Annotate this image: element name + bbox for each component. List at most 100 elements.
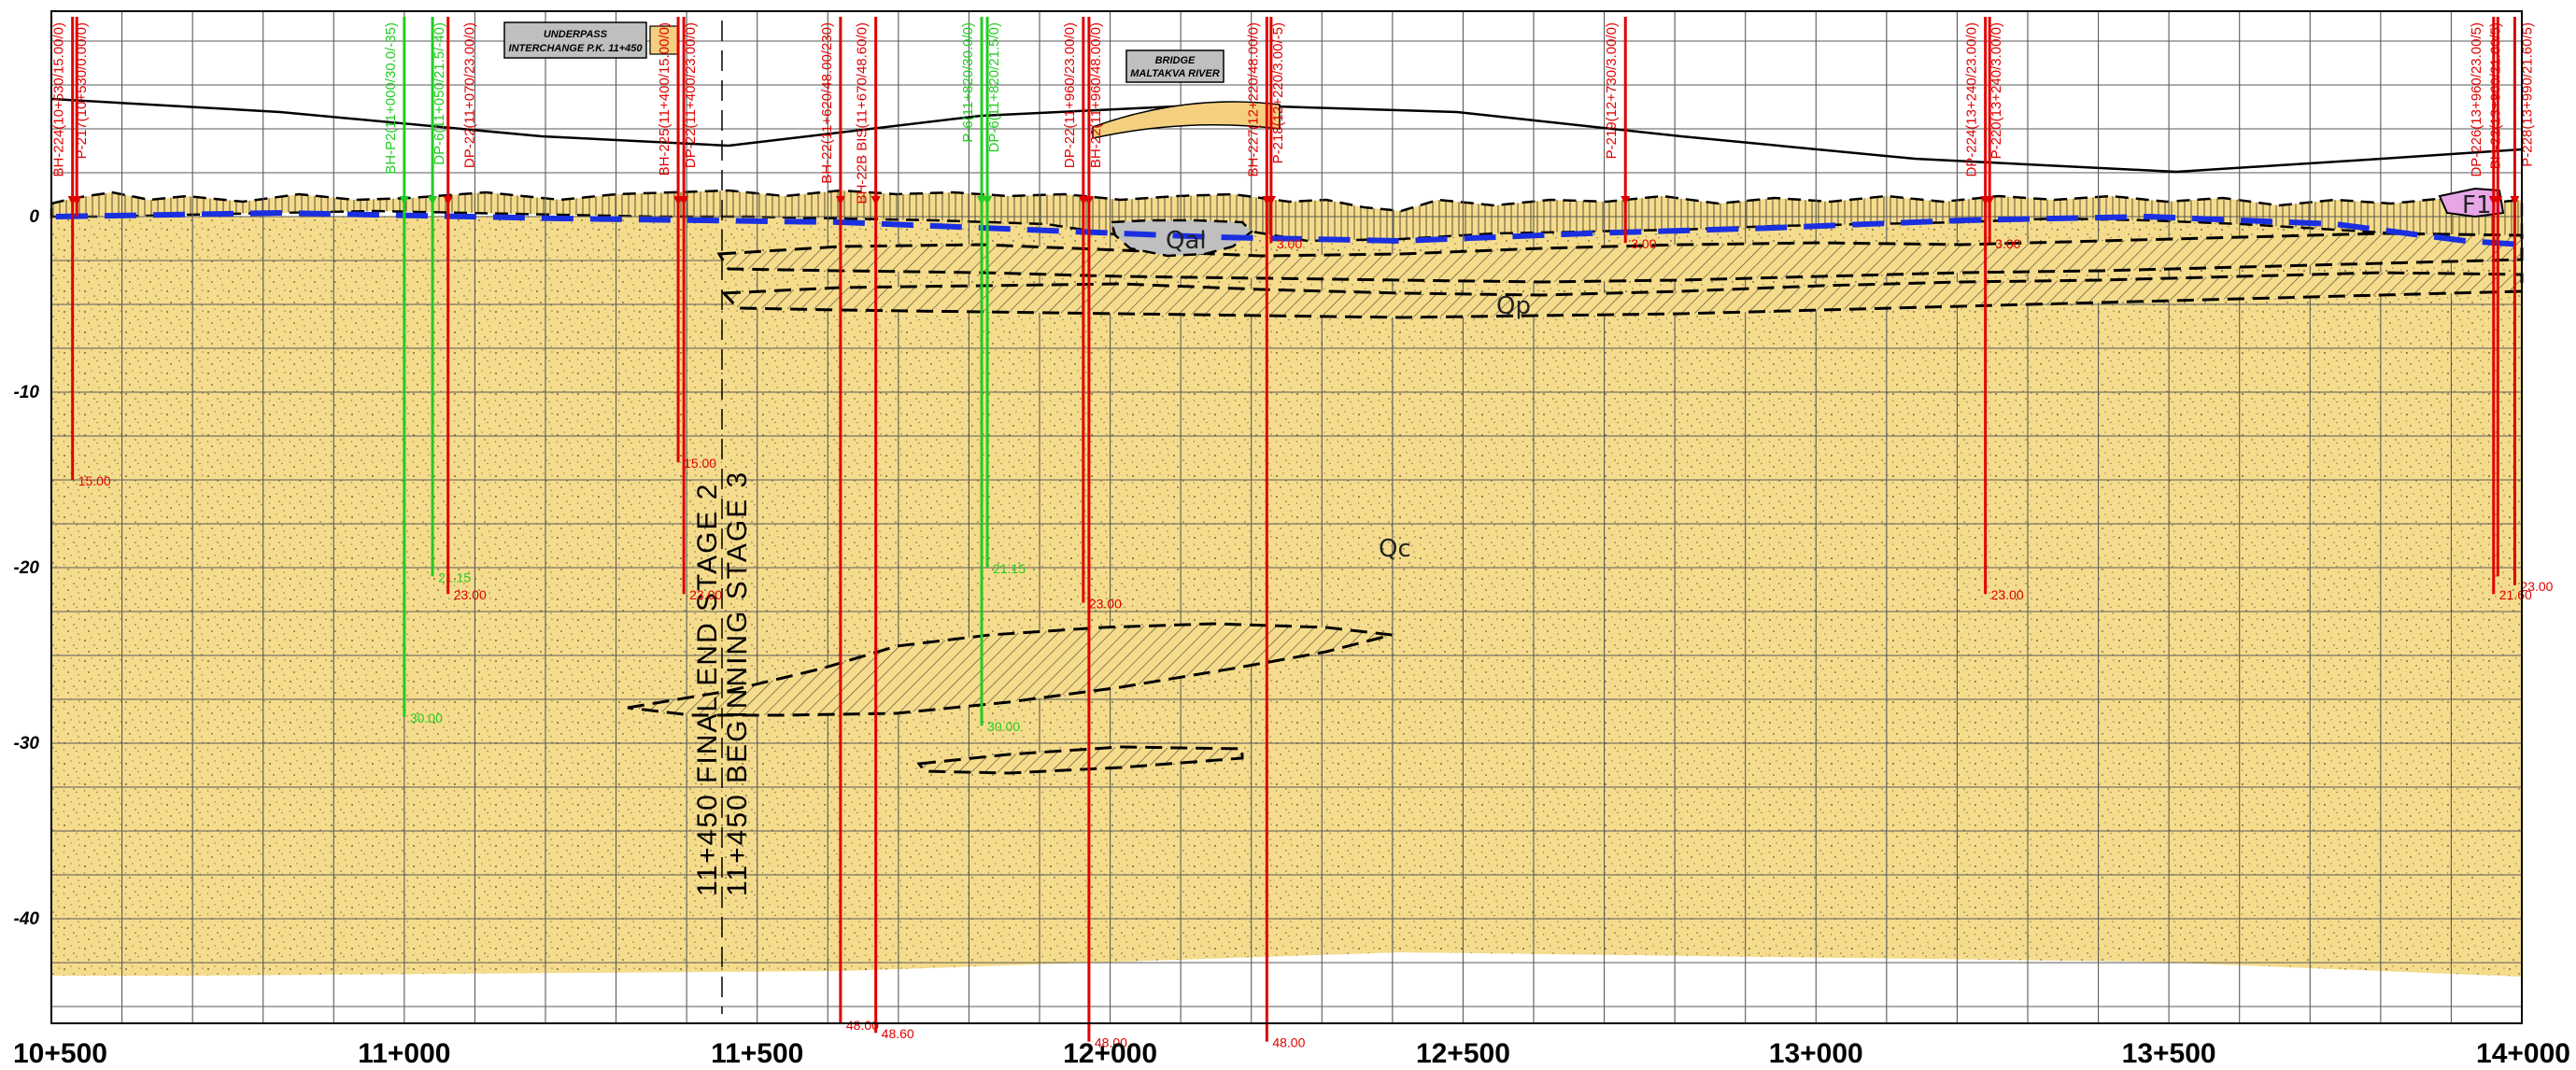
boreholes: BH-224(10+530/15.00/0) 15.00 P-217(10+530/… bbox=[51, 17, 2554, 1050]
unit-label-f1: F1 bbox=[2462, 191, 2492, 219]
bridge-label-line2: MALTAKVA RIVER bbox=[1130, 68, 1220, 79]
borehole: DP-22(11+960/23.00/0) 23.00 bbox=[1062, 17, 1122, 612]
borehole-depth-label: 48.00 bbox=[1272, 1035, 1305, 1050]
chainage-tick-label: 14+000 bbox=[2476, 1038, 2570, 1069]
borehole-depth-label: 48.60 bbox=[882, 1026, 914, 1041]
borehole-name: DP-6(11+050/21.5/-40) bbox=[432, 22, 447, 165]
borehole-name: BH-225(11+400/15.00/0) bbox=[657, 22, 672, 176]
borehole-depth-label: 23.00 bbox=[454, 587, 487, 602]
topsoil-band bbox=[50, 189, 2524, 243]
borehole-depth-label: 21.15 bbox=[438, 570, 471, 584]
borehole-depth-label: 21.15 bbox=[993, 561, 1026, 576]
borehole-depth-label: 23.00 bbox=[2520, 579, 2553, 594]
borehole-name: P-228(13+990/21.60/5) bbox=[2519, 22, 2535, 167]
elevation-tick-label: -30 bbox=[14, 734, 40, 753]
borehole-depth-label: 21.60 bbox=[2499, 587, 2532, 602]
stage-line-final-end: 11+450 FINAL END STAGE 2 bbox=[692, 483, 723, 896]
borehole-name: DP-6(11+820/21.5/0) bbox=[986, 22, 1002, 152]
borehole-depth-label: 15.00 bbox=[78, 473, 111, 488]
borehole-name: BH-P2(11+000/30.0/-35) bbox=[383, 22, 399, 175]
borehole: DP-22(11+070/23.00/0) 23.00 bbox=[443, 17, 487, 602]
chainage-tick-label: 13+000 bbox=[1769, 1038, 1863, 1069]
borehole-depth-label: 30.00 bbox=[410, 711, 443, 725]
borehole: BH-22(11+960/48.00/0) 48.00 bbox=[1083, 17, 1127, 1050]
borehole-depth-label: 48.00 bbox=[1095, 1035, 1127, 1050]
borehole: BH-22(11+620/48.00/230) 48.00 bbox=[819, 17, 879, 1033]
stage-line-beginning: 11+450 BEGINNING STAGE 3 bbox=[722, 471, 753, 896]
borehole: DP-6(11+820/21.5/0) 21.15 bbox=[983, 17, 1026, 576]
elevation-tick-label: -40 bbox=[14, 909, 40, 929]
elevation-axis: 0-10-20-30-40 bbox=[14, 207, 40, 929]
borehole-name: BH-227(12+220/48.00/0) bbox=[1245, 22, 1261, 177]
borehole-name: DP-22(11+070/23.00/0) bbox=[462, 22, 478, 168]
borehole-marker-icon bbox=[443, 196, 453, 205]
chainage-tick-label: 12+500 bbox=[1416, 1038, 1510, 1069]
borehole-marker-icon bbox=[983, 196, 993, 205]
grid bbox=[50, 11, 2523, 1023]
borehole-marker-icon bbox=[399, 196, 409, 205]
fill-f1 bbox=[2438, 187, 2505, 218]
borehole-name: BH-22(11+960/48.00/0) bbox=[1088, 22, 1104, 168]
borehole-depth-label: 15.00 bbox=[684, 456, 716, 471]
borehole: P-219(12+730/3.00/0) 3.00 bbox=[1604, 17, 1657, 251]
borehole-name: DP-22(11+960/23.00/0) bbox=[1062, 22, 1078, 168]
deep-lens-1 bbox=[627, 622, 1393, 717]
qp-lens-lower bbox=[720, 271, 2524, 319]
borehole: DP-226(13+960/23.00/5) 21.60 bbox=[2469, 17, 2532, 602]
elevation-tick-label: 0 bbox=[29, 207, 39, 227]
borehole-marker-icon bbox=[870, 196, 881, 205]
borehole: P-228(13+990/21.60/5) 23.00 bbox=[2510, 17, 2554, 594]
borehole-depth-label: 23.00 bbox=[1089, 597, 1122, 612]
borehole: BH-225(11+400/15.00/0) 15.00 bbox=[657, 17, 716, 471]
borehole-marker-icon bbox=[1266, 196, 1276, 205]
borehole-marker-icon bbox=[1621, 196, 1631, 205]
road-grade-line bbox=[50, 97, 2523, 174]
unit-label-qal: Qal bbox=[1166, 227, 1207, 255]
borehole-depth-label: 3.00 bbox=[1277, 236, 1302, 251]
borehole-depth-label: 30.00 bbox=[987, 719, 1020, 734]
borehole-marker-icon bbox=[2493, 196, 2503, 205]
deep-lens-2 bbox=[916, 745, 1244, 775]
borehole-name: P-217(10+530/0.00/0) bbox=[74, 22, 90, 159]
borehole-marker-icon bbox=[2510, 196, 2520, 205]
borehole-name: BH-224(10+530/15.00/0) bbox=[51, 22, 67, 177]
borehole-name: DP-226(13+960/23.00/5) bbox=[2469, 22, 2484, 177]
unit-label-qc: Qc bbox=[1379, 535, 1411, 563]
underpass-label-line1: UNDERPASS bbox=[544, 29, 608, 40]
borehole: BH-224(10+530/15.00/0) 15.00 bbox=[51, 17, 111, 488]
borehole-marker-icon bbox=[835, 196, 845, 205]
chainage-tick-label: 11+500 bbox=[711, 1038, 803, 1069]
water-table bbox=[55, 209, 2523, 247]
borehole: DP-224(13+240/23.00/0) 23.00 bbox=[1964, 17, 2024, 602]
borehole-depth-label: 3.00 bbox=[1631, 236, 1656, 251]
borehole-marker-icon bbox=[72, 196, 82, 205]
borehole-name: BH-22B BIS(11+670/48.60/0) bbox=[855, 22, 870, 204]
borehole: P-217(10+530/0.00/0) bbox=[72, 17, 90, 217]
borehole: DP-6(11+050/21.5/-40) 21.15 bbox=[428, 17, 471, 584]
borehole-name: BH-22(13+960/21.60/5) bbox=[2487, 22, 2503, 169]
borehole-name: P-219(12+730/3.00/0) bbox=[1604, 22, 1620, 159]
borehole: DP-22(11+400/23.00/0)23.00 bbox=[679, 17, 722, 602]
borehole: P-220(13+240/3.00/0) 3.00 bbox=[1985, 17, 2021, 251]
borehole-depth-label: 3.00 bbox=[1995, 236, 2020, 251]
chainage-tick-label: 13+500 bbox=[2122, 1038, 2216, 1069]
borehole-name: P-220(13+240/3.00/0) bbox=[1989, 22, 2004, 159]
bridge-arch bbox=[1092, 101, 1281, 139]
borehole: BH-227(12+220/48.00/0) 48.00 bbox=[1245, 17, 1306, 1050]
drawing-frame bbox=[50, 10, 2523, 1024]
borehole-name: BH-22(11+620/48.00/230) bbox=[819, 22, 835, 184]
borehole-marker-icon bbox=[428, 196, 438, 205]
borehole-depth-label: 48.00 bbox=[846, 1018, 879, 1033]
borehole: BH-22B BIS(11+670/48.60/0) 48.60 bbox=[855, 17, 914, 1041]
underpass-label: UNDERPASS INTERCHANGE P.K. 11+450 bbox=[503, 21, 679, 59]
borehole-depth-label: 23.00 bbox=[689, 587, 722, 602]
borehole: BH-P2(11+000/30.0/-35) 30.00 bbox=[383, 17, 443, 725]
chainage-tick-label: 12+000 bbox=[1063, 1038, 1157, 1069]
borehole-name: P-6(11+820/30.0/0) bbox=[960, 22, 976, 143]
chainage-tick-label: 10+500 bbox=[13, 1038, 107, 1069]
borehole-marker-icon bbox=[1083, 196, 1094, 205]
borehole-depth-label: 23.00 bbox=[1991, 587, 2024, 602]
borehole-name: DP-224(13+240/23.00/0) bbox=[1964, 22, 1980, 177]
